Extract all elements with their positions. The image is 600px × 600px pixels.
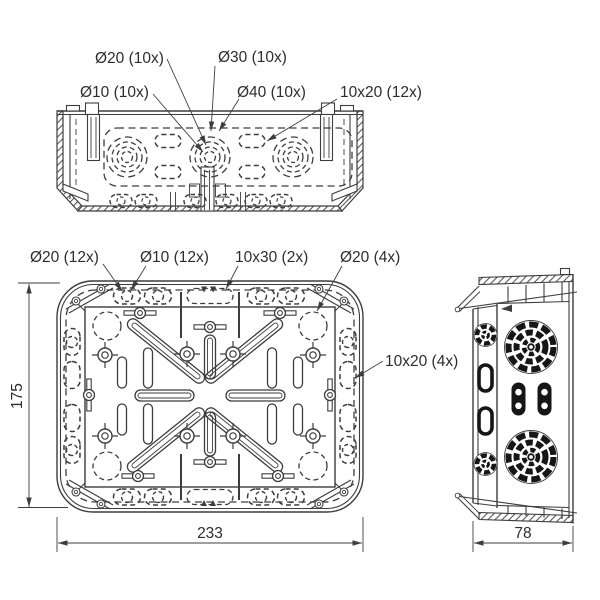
mounting-tab	[339, 104, 355, 112]
callout-label-d40-10x: Ø40 (10x)	[237, 84, 306, 101]
callout-label-10x20-4x: 10x20 (4x)	[385, 353, 458, 370]
callout-label-10x20-12x: 10x20 (12x)	[340, 84, 422, 101]
mounting-tab	[84, 102, 100, 116]
plan-view	[56, 280, 364, 513]
callout-label-10x30-2x: 10x30 (2x)	[235, 249, 308, 266]
plan-slots	[116, 318, 304, 473]
dimension-depth-value: 78	[514, 525, 531, 542]
corner-clamps	[65, 283, 355, 510]
callouts-front-view: Ø20 (10x) Ø30 (10x) Ø10 (10x) Ø40 (10x) …	[80, 49, 422, 154]
callout-label-d20-10x: Ø20 (10x)	[95, 50, 164, 67]
callout-label-d10-12x: Ø10 (12x)	[140, 249, 209, 266]
side-knockouts	[474, 321, 558, 484]
knockout-circle	[92, 311, 122, 341]
callout-label-d30-10x: Ø30 (10x)	[218, 49, 287, 66]
callout-label-d10-10x: Ø10 (10x)	[80, 84, 149, 101]
callouts-plan-view: Ø20 (12x) Ø10 (12x) 10x30 (2x) Ø20 (4x) …	[30, 249, 458, 381]
callout-label-d20-4x: Ø20 (4x)	[340, 249, 400, 266]
knockout-circle	[298, 311, 328, 341]
front-interior-posts	[62, 113, 358, 212]
knockout-circle-set	[189, 136, 231, 178]
knockout-circle-set	[106, 136, 148, 178]
dimension-depth: 78	[472, 521, 574, 552]
dimension-height: 175	[9, 282, 68, 508]
knockout-circle-set	[272, 136, 314, 178]
plan-rim-knockouts	[63, 286, 357, 506]
side-view	[454, 267, 578, 524]
dimension-width: 233	[56, 517, 364, 552]
dimension-height-value: 175	[9, 383, 26, 409]
knockout-circle	[298, 451, 328, 481]
front-view	[56, 102, 364, 212]
front-knockouts	[103, 127, 353, 210]
callout-label-d20-12x: Ø20 (12x)	[30, 249, 99, 266]
mounting-tab	[65, 104, 81, 112]
knockout-circle	[92, 451, 122, 481]
dimension-width-value: 233	[197, 525, 223, 542]
